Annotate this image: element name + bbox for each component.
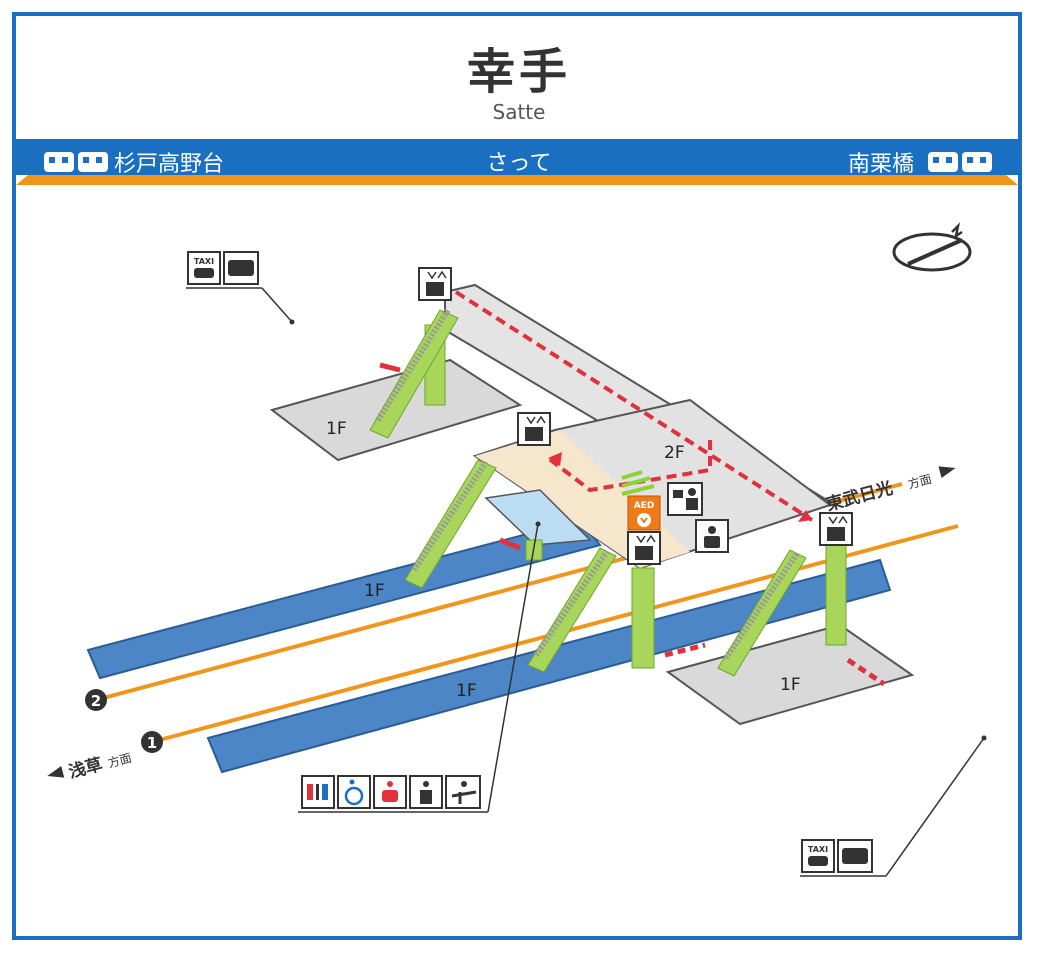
- floor-label-upper-left: 1F: [326, 419, 347, 439]
- platform-lower: [206, 558, 892, 774]
- arrow-right-icon: [938, 466, 956, 478]
- floor-label-concourse: 2F: [664, 443, 685, 463]
- route-walkway: [454, 290, 814, 522]
- accessible-icon: [337, 775, 371, 809]
- aed-icon: AED: [627, 495, 661, 531]
- elevator-icon: [418, 267, 452, 301]
- direction-asakusa-suffix: 方面: [106, 750, 133, 771]
- arrow-left-icon: [47, 766, 65, 778]
- route-arrow: [846, 657, 886, 687]
- neighbor-right: 南栗橋: [848, 152, 915, 177]
- direction-asakusa: 浅草 方面: [47, 750, 133, 783]
- route-arrowhead: [548, 452, 562, 466]
- route-arrowhead: [798, 510, 812, 522]
- ground-area-right: [665, 623, 915, 726]
- direction-nikko: 東武日光 方面: [824, 466, 956, 515]
- taxi-label: TAXI: [194, 257, 214, 266]
- aed-label: AED: [634, 501, 655, 511]
- stairs-upper-left: [369, 308, 459, 439]
- train-icon: [44, 152, 108, 172]
- pillar: [825, 544, 847, 646]
- stairs-center: [527, 547, 617, 673]
- ticket-office-icon: [667, 482, 703, 516]
- floor-label-platform-front: 1F: [456, 681, 477, 701]
- elevator-icon: [819, 512, 853, 546]
- track-badge-1: [141, 731, 163, 753]
- floor-label-right-exit: 1F: [780, 675, 801, 695]
- stairs-right: [717, 549, 807, 677]
- elevator-icon: [517, 412, 551, 446]
- station-name-en: Satte: [492, 100, 546, 124]
- track-badge-2: [85, 689, 107, 711]
- compass-icon: [892, 222, 972, 272]
- elevator-icon: [627, 531, 661, 565]
- route-concourse: [546, 440, 712, 493]
- taxi-label: TAXI: [808, 845, 828, 854]
- ticket-gate: [621, 470, 655, 496]
- train-icon: [928, 152, 992, 172]
- direction-nikko-name: 東武日光: [824, 477, 895, 515]
- header: [16, 16, 1018, 138]
- track-number-2: 2: [91, 692, 101, 710]
- route-arrow: [379, 362, 401, 373]
- route-arrow: [664, 642, 706, 658]
- taxi-bus-sign-bottom: TAXI: [800, 735, 987, 877]
- facilities-row: [298, 521, 541, 813]
- line-bar-orange: [16, 175, 1018, 185]
- attendant-icon: [695, 519, 729, 553]
- taxi-bus-sign-top: TAXI: [186, 251, 295, 325]
- direction-asakusa-name: 浅草: [66, 754, 104, 783]
- pillar: [631, 567, 655, 669]
- station-name-kana: さって: [486, 151, 552, 176]
- stairs-left-platform: [404, 459, 497, 589]
- platform-roof: [484, 489, 592, 546]
- line-bar: [16, 139, 1018, 175]
- route-arrow: [499, 537, 521, 551]
- track-number-1: 1: [147, 734, 157, 752]
- neighbor-left: 杉戸高野台: [114, 152, 225, 177]
- station-name-ja: 幸手: [466, 44, 571, 100]
- direction-nikko-suffix: 方面: [906, 471, 933, 492]
- floor-label-platform-mid: 1F: [364, 581, 385, 601]
